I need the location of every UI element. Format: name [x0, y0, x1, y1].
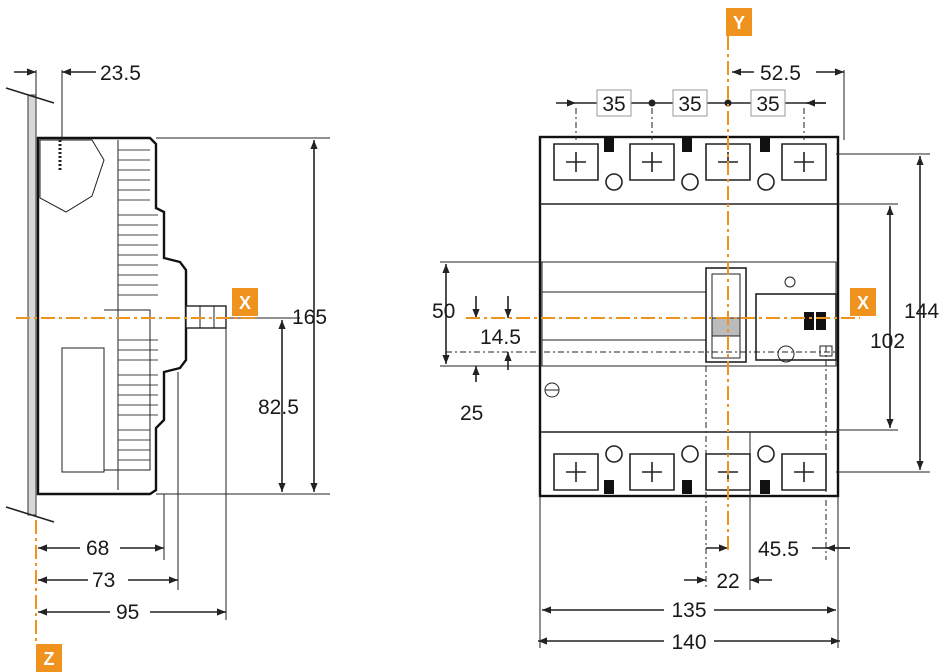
- y-axis-badge: [726, 8, 752, 36]
- front-view: 35 35 35 52.5 144 102 50 14.5 25 45.5 22: [432, 8, 939, 654]
- handle-window: [705, 267, 747, 363]
- dim-102: 102: [870, 330, 905, 353]
- lower-terminal: [61, 347, 105, 473]
- dim-165: 165: [292, 306, 327, 329]
- breaker-front-body: [538, 135, 840, 498]
- dim-144: 144: [904, 300, 939, 323]
- dim-14-5: 14.5: [480, 326, 521, 349]
- dim-95: 95: [116, 601, 139, 624]
- dim-35-b: 35: [678, 93, 701, 116]
- cut-line-bottom: [5, 506, 55, 523]
- y-axis-label: Y: [733, 13, 745, 33]
- breaker-side-body: [36, 136, 188, 496]
- x-axis-badge-side: [232, 288, 258, 316]
- mechanism-block: [104, 309, 151, 471]
- dim-68: 68: [86, 537, 109, 560]
- side-view: 23.5 165 82.5 68 73 95 X Z: [5, 62, 330, 672]
- dim-52-5: 52.5: [760, 62, 801, 85]
- dim-50: 50: [432, 300, 455, 323]
- z-axis-badge: [36, 644, 62, 672]
- handle-toggle: [711, 317, 741, 337]
- dim-35-a: 35: [602, 93, 625, 116]
- dim-22: 22: [716, 570, 739, 593]
- dim-135: 135: [671, 599, 706, 622]
- dim-140: 140: [671, 631, 706, 654]
- dim-25: 25: [460, 402, 483, 425]
- dim-82-5: 82.5: [258, 396, 299, 419]
- cooling-ribs: [118, 149, 158, 471]
- trip-unit: [755, 293, 837, 361]
- top-terminals: [553, 138, 827, 191]
- z-axis-label: Z: [44, 649, 55, 669]
- terminal-cover-top: [39, 139, 105, 213]
- x-axis-badge-front: [850, 288, 876, 316]
- x-axis-label-front: X: [857, 293, 869, 313]
- dim-23-5: 23.5: [100, 62, 141, 85]
- x-axis-label-side: X: [239, 293, 251, 313]
- cut-line-top: [5, 87, 55, 104]
- dim-35-c: 35: [756, 93, 779, 116]
- dim-45-5: 45.5: [758, 538, 799, 561]
- mounting-plate: [27, 94, 37, 516]
- dim-73: 73: [92, 569, 115, 592]
